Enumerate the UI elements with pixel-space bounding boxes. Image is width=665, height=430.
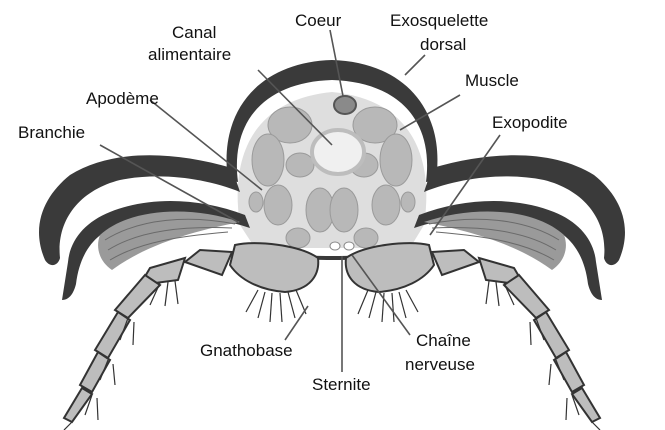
leg-setae xyxy=(64,281,600,430)
heart xyxy=(334,96,356,114)
left-leg xyxy=(64,243,318,422)
label-chaine-nerveuse-line1: Chaîne xyxy=(416,331,471,350)
alimentary-canal xyxy=(312,130,364,174)
label-apodeme: Apodème xyxy=(86,89,159,108)
label-canal-alimentaire-line1: Canal xyxy=(172,23,216,42)
label-gnathobase: Gnathobase xyxy=(200,341,293,360)
label-exosquelette-dorsal-line1: Exosquelette xyxy=(390,11,488,30)
label-branchie: Branchie xyxy=(18,123,85,142)
label-muscle: Muscle xyxy=(465,71,519,90)
label-exosquelette-dorsal-line2: dorsal xyxy=(420,35,466,54)
label-chaine-nerveuse-line2: nerveuse xyxy=(405,355,475,374)
label-coeur: Coeur xyxy=(295,11,342,30)
label-sternite: Sternite xyxy=(312,375,371,394)
label-exopodite: Exopodite xyxy=(492,113,568,132)
right-leg xyxy=(346,243,600,422)
label-canal-alimentaire-line2: alimentaire xyxy=(148,45,231,64)
